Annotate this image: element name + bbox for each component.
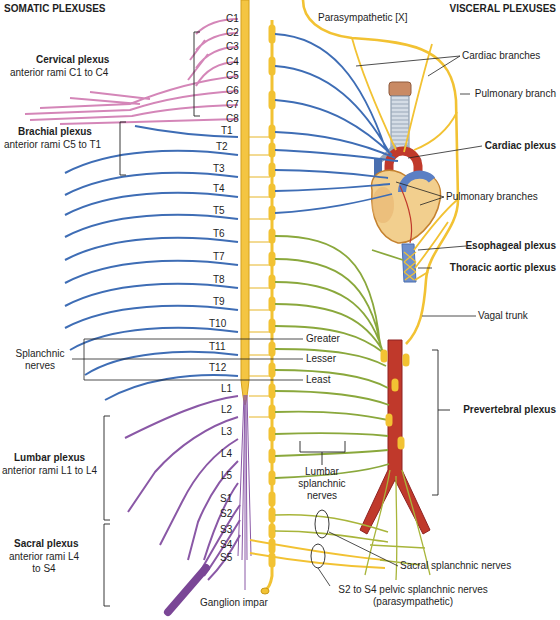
visceral-leaders bbox=[318, 56, 482, 586]
spinal-level: S5 bbox=[220, 552, 232, 564]
sympathetic-trunk bbox=[249, 20, 272, 594]
nerve-label: Lesser bbox=[306, 353, 336, 365]
brachial-nerve bbox=[25, 76, 238, 124]
spinal-level: T10 bbox=[209, 318, 226, 330]
nerve-label: Lumbar splanchnic nerves bbox=[287, 466, 357, 502]
rami-note: anterior rami L4 to S4 bbox=[4, 551, 84, 575]
ganglion-impar bbox=[261, 588, 269, 594]
section-heading: VISCERAL PLEXUSES bbox=[449, 3, 556, 15]
abdominal-aorta bbox=[360, 340, 430, 534]
spinal-level: T7 bbox=[213, 251, 225, 263]
trunk-line bbox=[265, 20, 272, 590]
brackets-and-leaders bbox=[72, 32, 482, 606]
nerve-label: Parasympathetic [X] bbox=[318, 12, 407, 24]
rami-note: anterior rami C5 to T1 bbox=[4, 139, 101, 151]
plexus-brackets bbox=[104, 32, 450, 606]
spinal-level: C2 bbox=[226, 27, 239, 39]
larynx bbox=[389, 82, 411, 96]
plexus-name: Prevertebral plexus bbox=[463, 404, 556, 416]
spinal-level: S2 bbox=[220, 508, 232, 520]
spinal-level: S4 bbox=[220, 539, 232, 551]
pelvic-splanchnic-ring bbox=[311, 544, 325, 568]
nerve-label: Cardiac branches bbox=[462, 50, 540, 62]
spinal-level: T12 bbox=[209, 362, 226, 374]
pulmonary-trunk bbox=[402, 175, 432, 192]
spinal-level: L3 bbox=[221, 426, 232, 438]
spinal-level: C3 bbox=[226, 41, 239, 53]
spinal-level: S3 bbox=[220, 524, 232, 536]
plexus-name: Brachial plexus bbox=[18, 126, 92, 138]
section-heading: SOMATIC PLEXUSES bbox=[4, 3, 106, 15]
spinal-level: L2 bbox=[221, 404, 232, 416]
spinal-level: C4 bbox=[226, 56, 239, 68]
spinal-level: T2 bbox=[216, 141, 228, 153]
communicating-rami bbox=[249, 137, 270, 417]
cauda-equina bbox=[238, 395, 251, 590]
nerve-group-label: Splanchnic nerves bbox=[8, 348, 72, 372]
plexus-name: Thoracic aortic plexus bbox=[450, 262, 556, 274]
spinal-cord-group bbox=[238, 0, 251, 590]
plexus-name: Esophageal plexus bbox=[465, 240, 556, 252]
vagal-branches bbox=[352, 38, 457, 280]
visceral-nerves bbox=[250, 34, 430, 580]
aorta-group bbox=[360, 340, 430, 534]
nerve-label: Vagal trunk bbox=[478, 310, 528, 322]
heart bbox=[372, 170, 441, 243]
spinal-level: L4 bbox=[221, 448, 232, 460]
spinal-level: T6 bbox=[213, 228, 225, 240]
vagus-nerve bbox=[303, 0, 458, 344]
spinal-level: L5 bbox=[221, 470, 232, 482]
spinal-level: T11 bbox=[209, 341, 226, 353]
ganglia bbox=[269, 28, 276, 564]
nerve-label: S2 to S4 pelvic splanchnic nerves (paras… bbox=[318, 584, 508, 608]
spinal-level: C8 bbox=[226, 113, 239, 125]
spinal-cord bbox=[241, 0, 249, 405]
spinal-level: C5 bbox=[226, 70, 239, 82]
sacral-splanchnic-nerves bbox=[275, 515, 388, 542]
spinal-level: L1 bbox=[221, 383, 232, 395]
pelvic-splanchnic-nerves bbox=[250, 540, 385, 568]
splanchnic-leaders bbox=[72, 339, 303, 380]
nerve-label: Greater bbox=[306, 333, 340, 345]
nerve-label: Least bbox=[306, 374, 330, 386]
celiac-ganglia bbox=[384, 353, 406, 446]
spinal-level: T3 bbox=[213, 163, 225, 175]
plexus-name: Lumbar plexus bbox=[14, 452, 85, 464]
spinal-level: T8 bbox=[213, 274, 225, 286]
plexus-name: Cardiac plexus bbox=[485, 140, 556, 152]
spinal-level: C7 bbox=[226, 99, 239, 111]
nerve-label: Sacral splanchnic nerves bbox=[400, 560, 511, 572]
esophageal-mesh bbox=[404, 252, 416, 280]
nerve-label: Pulmonary branch bbox=[475, 88, 556, 100]
spinal-level: C6 bbox=[226, 85, 239, 97]
spinal-level: T4 bbox=[213, 183, 225, 195]
lumbosacral-nerves bbox=[125, 396, 240, 612]
plexus-name: Sacral plexus bbox=[14, 538, 78, 550]
cardiac-nerves bbox=[275, 34, 398, 161]
cervical-nerve bbox=[188, 19, 238, 86]
thoracic-organs bbox=[372, 82, 441, 282]
structure-label: Ganglion impar bbox=[200, 597, 268, 609]
plexus-name: Cervical plexus bbox=[36, 54, 109, 66]
coronary-vessel bbox=[400, 186, 412, 243]
sacral-splanchnic-ring bbox=[315, 510, 329, 538]
tracheal-rings bbox=[391, 100, 409, 144]
spinal-level: S1 bbox=[220, 493, 232, 505]
spinal-level: T5 bbox=[213, 205, 225, 217]
right-atrium bbox=[372, 187, 394, 223]
rami-note: anterior rami L1 to L4 bbox=[2, 465, 97, 477]
nerve-label: Pulmonary branches bbox=[446, 191, 538, 203]
spinal-level: T1 bbox=[221, 125, 233, 137]
pulmonary-nerves bbox=[275, 170, 392, 213]
spinal-level: T9 bbox=[213, 296, 225, 308]
spinal-level: C1 bbox=[226, 13, 239, 25]
vagal-trunk-line bbox=[303, 0, 458, 344]
rami-note: anterior rami C1 to C4 bbox=[10, 67, 108, 79]
